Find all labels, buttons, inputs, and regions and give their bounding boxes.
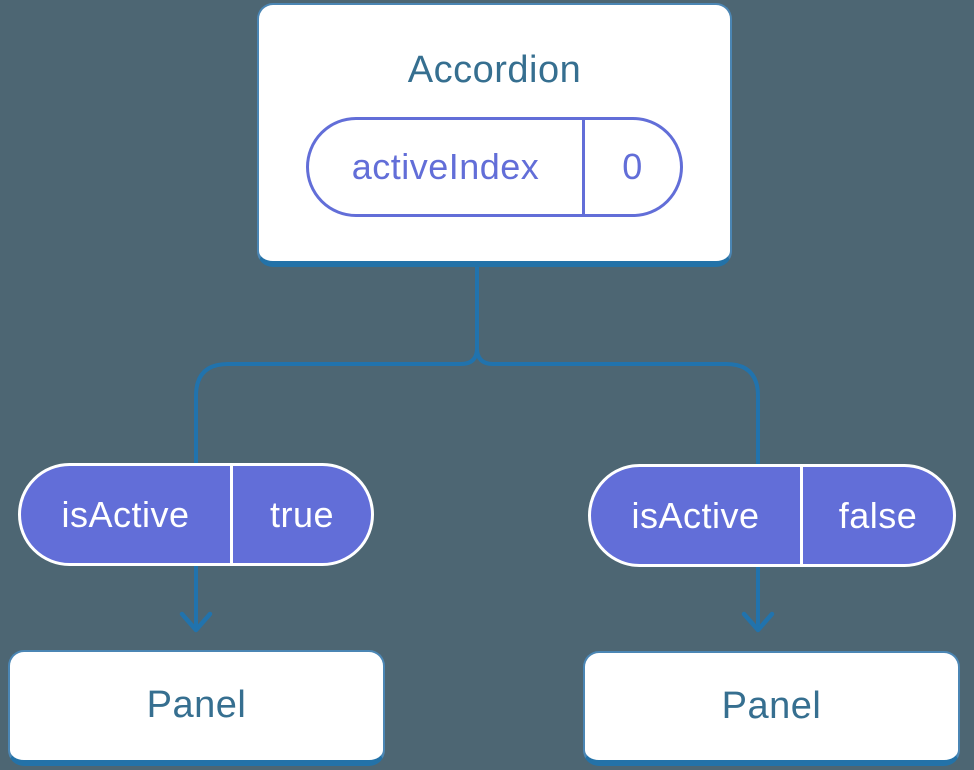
panel-node-left: Panel — [8, 650, 385, 766]
panel-node-right: Panel — [583, 651, 960, 766]
prop-pill-isactive-left: isActive true — [18, 463, 374, 566]
prop-value: true — [269, 493, 335, 535]
panel-node-title: Panel — [146, 684, 247, 727]
accordion-node: Accordion activeIndex 0 — [257, 3, 732, 267]
panel-node-title: Panel — [721, 684, 822, 727]
arrow-down-icon — [741, 611, 775, 633]
prop-name: isActive — [61, 493, 190, 535]
prop-value: false — [838, 494, 918, 536]
arrow-down-icon — [179, 611, 213, 633]
state-pill-activeindex: activeIndex 0 — [306, 116, 683, 217]
prop-name: isActive — [631, 494, 760, 536]
accordion-node-title: Accordion — [407, 49, 582, 91]
pill-divider — [230, 466, 233, 563]
prop-pill-isactive-right: isActive false — [588, 464, 956, 567]
pill-divider — [800, 467, 803, 564]
pill-divider — [582, 119, 585, 214]
connector-right-branch — [475, 264, 760, 630]
connector-left-branch — [194, 264, 479, 630]
state-value: 0 — [622, 145, 643, 187]
state-name: activeIndex — [351, 145, 540, 187]
